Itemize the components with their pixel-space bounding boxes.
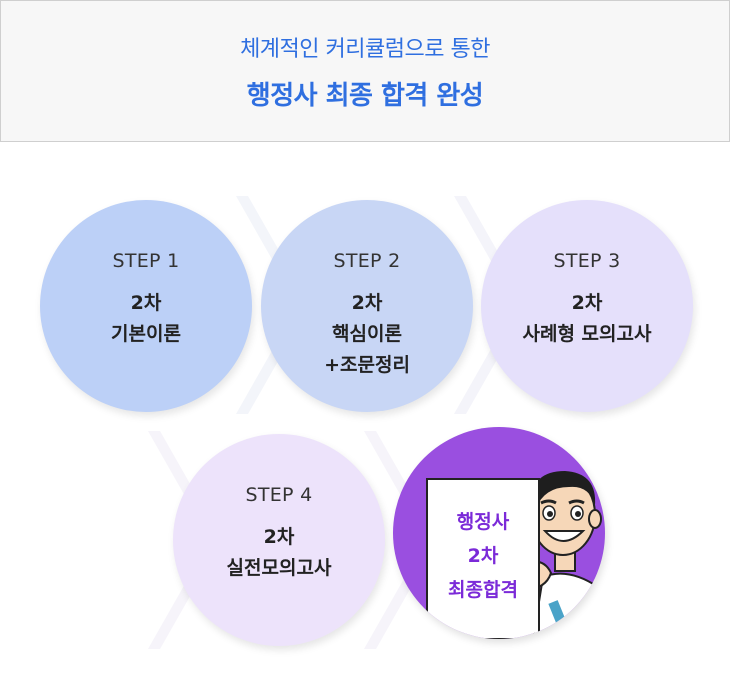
header-title: 행정사 최종 합격 완성: [246, 80, 484, 111]
header-subtitle: 체계적인 커리큘럼으로 통한: [240, 36, 490, 62]
step-1-text: 2차 기본이론: [111, 292, 181, 345]
step-4-text: 2차 실전모의고사: [226, 526, 332, 579]
final-pass-text: 행정사 2차 최종합격: [429, 505, 537, 607]
step-2-text: 2차 핵심이론 +조문정리: [324, 292, 410, 376]
header-banner: 체계적인 커리큘럼으로 통한 행정사 최종 합격 완성: [0, 0, 730, 142]
step-2-circle: STEP 2 2차 핵심이론 +조문정리: [261, 200, 473, 412]
step-4-circle: STEP 4 2차 실전모의고사: [173, 434, 385, 646]
step-3-label: STEP 3: [553, 250, 621, 272]
final-line-3: 최종합격: [448, 579, 518, 601]
cartoon-man-illustration: [426, 471, 605, 639]
step-1-circle: STEP 1 2차 기본이론: [40, 200, 252, 412]
step-3-text: 2차 사례형 모의고사: [522, 292, 652, 345]
step-4-label: STEP 4: [245, 484, 313, 506]
final-line-1: 행정사: [456, 511, 510, 533]
step-1-label: STEP 1: [112, 250, 180, 272]
step-3-circle: STEP 3 2차 사례형 모의고사: [481, 200, 693, 412]
final-pass-circle: 행정사 2차 최종합격: [393, 427, 605, 639]
step-2-label: STEP 2: [333, 250, 401, 272]
final-line-2: 2차: [467, 545, 499, 567]
